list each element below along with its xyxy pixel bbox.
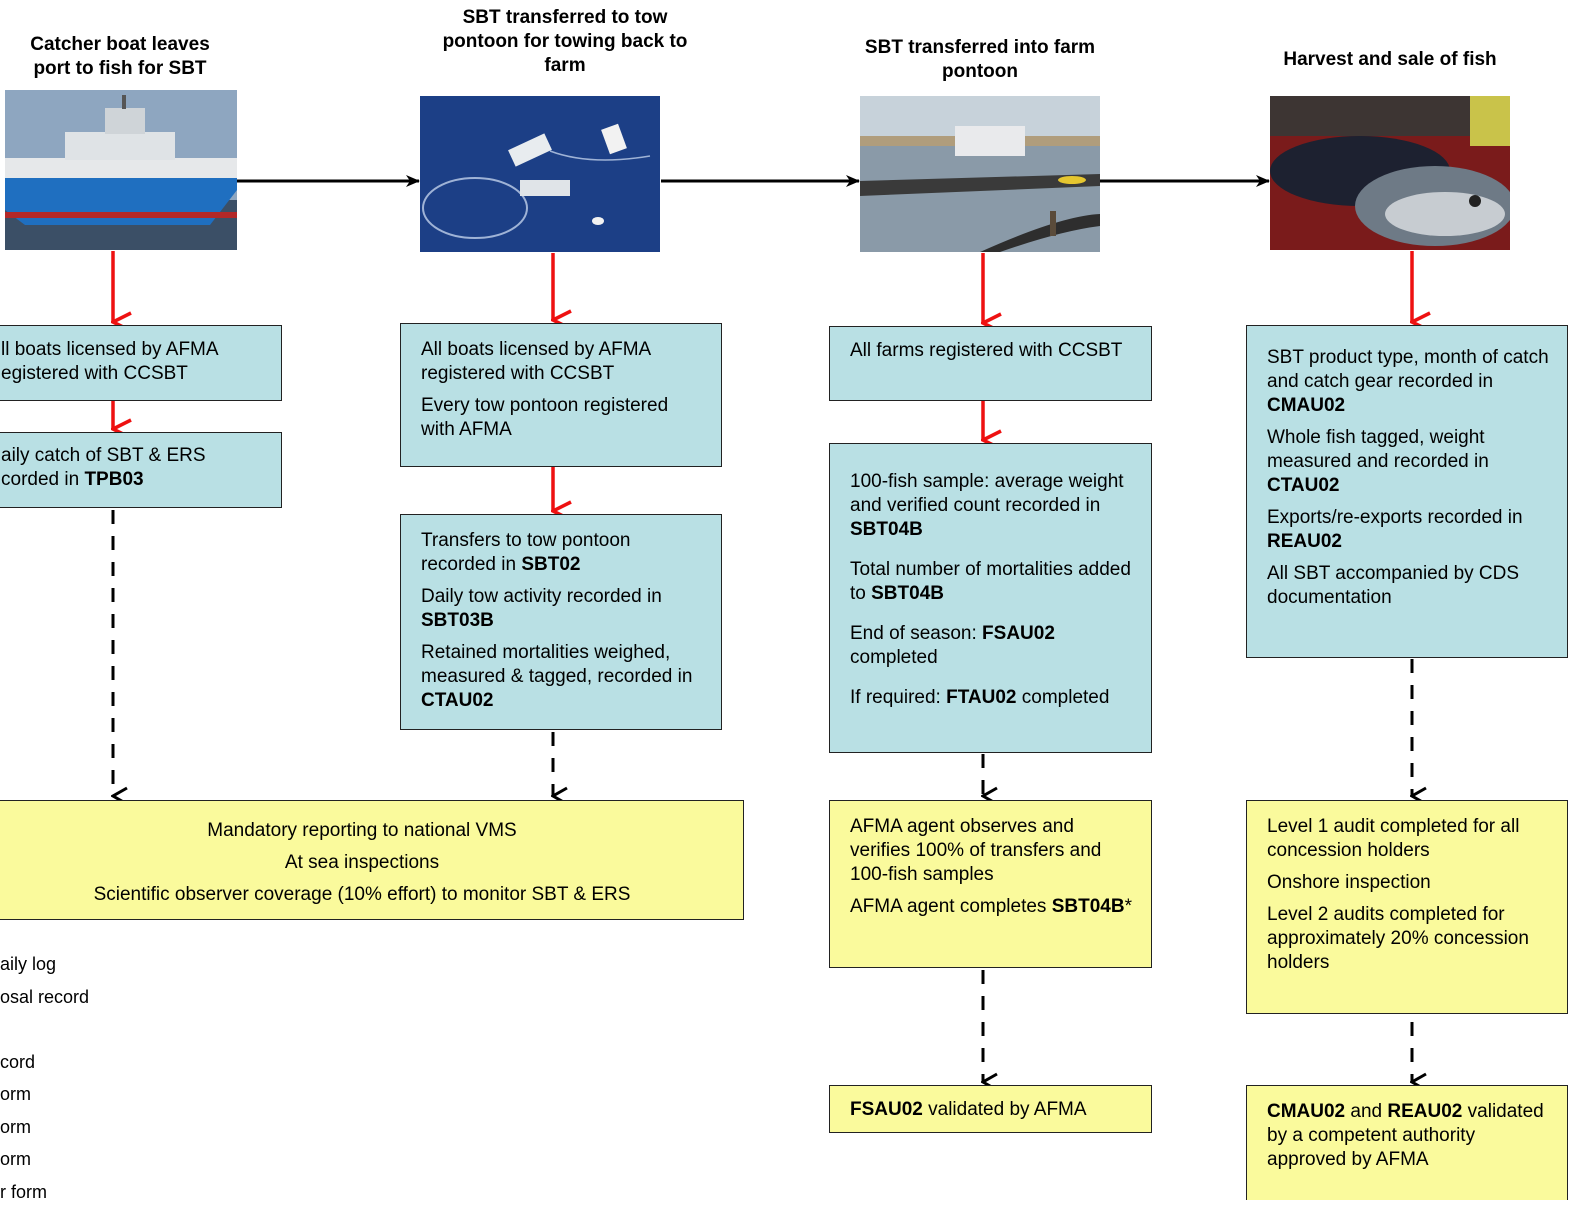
- form-code-sbt03b: SBT03B: [421, 610, 494, 631]
- heading-step3: SBT transferred into farm pontoon: [860, 36, 1100, 84]
- col3-box4-post: validated by AFMA: [923, 1099, 1087, 1120]
- heading-step2: SBT transferred to tow pontoon for towin…: [430, 6, 700, 78]
- col2-box2-p3: Retained mortalities weighed, measured &…: [421, 642, 692, 687]
- form-code-fsau02: FSAU02: [850, 1099, 923, 1120]
- sea-box-line1: Mandatory reporting to national VMS: [0, 819, 733, 843]
- form-code-cmau02: CMAU02: [1267, 1101, 1345, 1122]
- col4-audit-box: Level 1 audit completed for all concessi…: [1246, 800, 1568, 1014]
- col3-validation-box: FSAU02 validated by AFMA: [829, 1085, 1152, 1133]
- form-code-reau02: REAU02: [1387, 1101, 1462, 1122]
- tow-pontoon-photo: [420, 96, 660, 252]
- form-code-tpb03: TPB03: [84, 469, 143, 490]
- legend-item: r form: [0, 1176, 89, 1208]
- col3-box2-p3-post: completed: [850, 647, 938, 668]
- form-code-reau02: REAU02: [1267, 531, 1342, 552]
- at-sea-monitoring-box: Mandatory reporting to national VMS At s…: [0, 800, 744, 920]
- farm-pontoon-photo: [860, 96, 1100, 252]
- legend-item: osal record: [0, 981, 89, 1014]
- form-code-ctau02: CTAU02: [421, 690, 494, 711]
- legend-item: [0, 1013, 89, 1046]
- col3-box3-p1: AFMA agent observes and verifies 100% of…: [850, 815, 1133, 887]
- heading-step4: Harvest and sale of fish: [1250, 48, 1530, 72]
- col4-validation-box: CMAU02 and REAU02 validated by a compete…: [1246, 1085, 1568, 1200]
- col3-box2-p4-post: completed: [1017, 687, 1110, 708]
- col2-licensing-box: All boats licensed by AFMA registered wi…: [400, 323, 722, 467]
- col1-box2-line1: aily catch of SBT & ERS: [1, 445, 206, 466]
- col1-box1-line1: ll boats licensed by AFMA: [1, 339, 219, 360]
- legend-item: cord: [0, 1046, 89, 1079]
- col3-box3-p2-post: *: [1125, 896, 1132, 917]
- form-code-sbt04b: SBT04B: [850, 519, 923, 540]
- sea-box-line3: Scientific observer coverage (10% effort…: [0, 883, 733, 907]
- col4-box1-p2: Whole fish tagged, weight measured and r…: [1267, 427, 1489, 472]
- sea-box-line2: At sea inspections: [0, 851, 733, 875]
- form-code-sbt04b: SBT04B: [1052, 896, 1125, 917]
- col3-box2-p4: If required:: [850, 687, 946, 708]
- form-legend: aily log osal record cord orm orm orm r …: [0, 948, 89, 1208]
- col3-box1-p1: All farms registered with CCSBT: [850, 339, 1133, 363]
- col1-box2-line2: corded in: [1, 469, 84, 490]
- legend-item: aily log: [0, 948, 89, 981]
- col2-box2-p2: Daily tow activity recorded in: [421, 586, 662, 607]
- col1-licensing-box: ll boats licensed by AFMA egistered with …: [0, 325, 282, 401]
- col4-box2-p3: Level 2 audits completed for approximate…: [1267, 903, 1549, 975]
- col1-catch-box: aily catch of SBT & ERS corded in TPB03: [0, 432, 282, 508]
- heading-step1: Catcher boat leaves port to fish for SBT: [10, 33, 230, 81]
- col2-box1-p1: All boats licensed by AFMA registered wi…: [421, 338, 703, 386]
- legend-item: orm: [0, 1143, 89, 1176]
- form-code-ctau02: CTAU02: [1267, 475, 1340, 496]
- form-code-fsau02: FSAU02: [982, 623, 1055, 644]
- legend-item: orm: [0, 1078, 89, 1111]
- col4-product-box: SBT product type, month of catch and cat…: [1246, 325, 1568, 658]
- form-code-sbt04b: SBT04B: [871, 583, 944, 604]
- col2-transfer-box: Transfers to tow pontoon recorded in SBT…: [400, 514, 722, 730]
- col4-box1-p4: All SBT accompanied by CDS documentation: [1267, 562, 1549, 610]
- col3-box3-p2: AFMA agent completes: [850, 896, 1052, 917]
- col3-sample-box: 100-fish sample: average weight and veri…: [829, 443, 1152, 753]
- col4-box1-p3: Exports/re-exports recorded in: [1267, 507, 1523, 528]
- form-code-sbt02: SBT02: [521, 554, 580, 575]
- col4-box3-mid: and: [1345, 1101, 1387, 1122]
- col3-agent-box: AFMA agent observes and verifies 100% of…: [829, 800, 1152, 968]
- form-code-cmau02: CMAU02: [1267, 395, 1345, 416]
- col4-box1-p1: SBT product type, month of catch and cat…: [1267, 347, 1549, 392]
- catcher-boat-photo: [5, 90, 237, 250]
- col1-box1-line2: egistered with CCSBT: [1, 363, 188, 384]
- col2-box1-p2: Every tow pontoon registered with AFMA: [421, 394, 703, 442]
- col4-box2-p1: Level 1 audit completed for all concessi…: [1267, 815, 1549, 863]
- legend-item: orm: [0, 1111, 89, 1144]
- col3-farm-registration-box: All farms registered with CCSBT: [829, 326, 1152, 401]
- col4-box2-p2: Onshore inspection: [1267, 871, 1549, 895]
- form-code-ftau02: FTAU02: [946, 687, 1016, 708]
- harvested-tuna-photo: [1270, 96, 1510, 250]
- col3-box2-p3: End of season:: [850, 623, 982, 644]
- col3-box2-p1: 100-fish sample: average weight and veri…: [850, 471, 1124, 516]
